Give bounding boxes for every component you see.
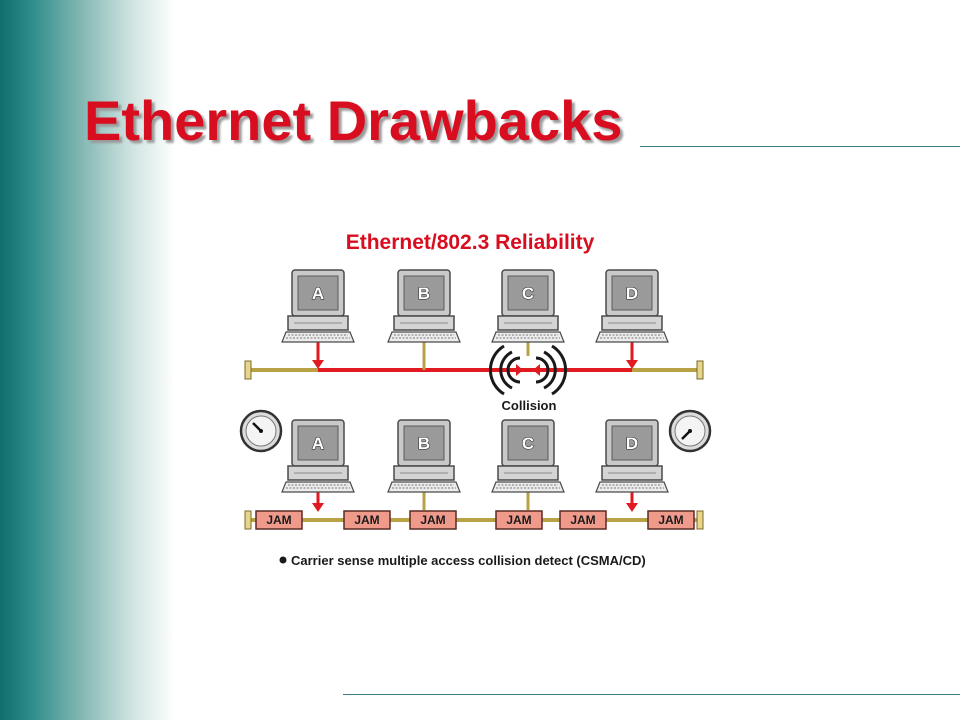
station-c: C	[491, 269, 565, 343]
jam-signal: JAM	[647, 510, 695, 530]
station-b: B	[387, 419, 461, 493]
caption-bullet-icon	[279, 556, 287, 564]
transmit-arrow	[626, 360, 638, 369]
bus-terminator	[696, 510, 704, 530]
station-d: D	[595, 419, 669, 493]
jam-signal: JAM	[559, 510, 607, 530]
footer-divider-line	[343, 694, 960, 695]
jam-signal: JAM	[255, 510, 303, 530]
collision-wave-icon	[488, 344, 568, 396]
station-label: C	[522, 434, 534, 453]
bus-terminator	[696, 360, 704, 380]
top-network: A B C D Collision	[244, 269, 704, 413]
station-label: D	[626, 434, 638, 453]
station-a: A	[281, 269, 355, 343]
station-a: A	[281, 419, 355, 493]
transmit-arrow	[312, 360, 324, 369]
station-b: B	[387, 269, 461, 343]
jam-signal: JAM	[343, 510, 391, 530]
collision-arrow-icon	[516, 364, 523, 376]
station-label: B	[418, 434, 430, 453]
station-label: A	[312, 434, 324, 453]
bottom-network: A B C D JAM	[239, 409, 712, 530]
station-label: A	[312, 284, 324, 303]
station-c: C	[491, 419, 565, 493]
bus-terminator	[244, 510, 252, 530]
collision-arrow-icon	[533, 364, 540, 376]
figure-caption: Carrier sense multiple access collision …	[291, 553, 646, 568]
jam-label: JAM	[658, 513, 683, 527]
backoff-timer-icon	[668, 409, 712, 453]
station-d: D	[595, 269, 669, 343]
jam-label: JAM	[266, 513, 291, 527]
jam-label: JAM	[506, 513, 531, 527]
transmit-arrow	[626, 503, 638, 512]
collision-label: Collision	[502, 398, 557, 413]
figure-title: Ethernet/802.3 Reliability	[346, 231, 595, 254]
station-label: D	[626, 284, 638, 303]
jam-signal: JAM	[495, 510, 543, 530]
backoff-timer-icon	[239, 409, 283, 453]
jam-signal: JAM	[409, 510, 457, 530]
slide-side-band	[0, 0, 175, 720]
slide-title: Ethernet Drawbacks	[84, 89, 623, 152]
station-label: B	[418, 284, 430, 303]
jam-label: JAM	[354, 513, 379, 527]
jam-label: JAM	[570, 513, 595, 527]
jam-label: JAM	[420, 513, 445, 527]
station-label: C	[522, 284, 534, 303]
transmit-arrow	[312, 503, 324, 512]
title-divider-line	[640, 146, 960, 147]
bus-terminator	[244, 360, 252, 380]
